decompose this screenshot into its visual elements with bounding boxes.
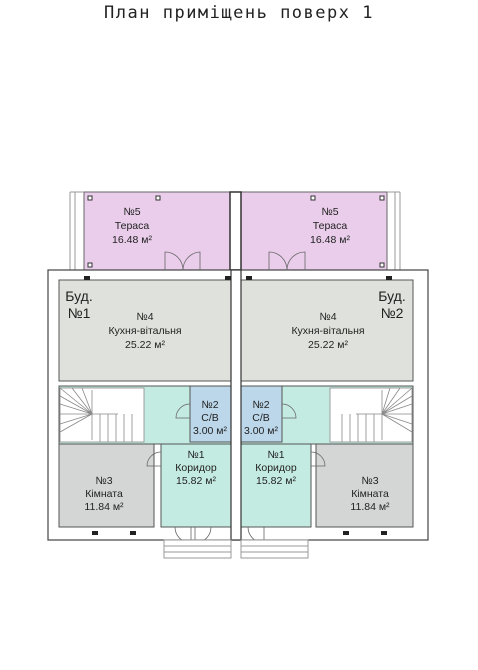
building-1-label-line1: Буд. bbox=[65, 288, 92, 304]
room-2-area: 11.84 м² bbox=[350, 501, 390, 513]
bath-1-area: 3.00 м² bbox=[193, 425, 228, 437]
room-2 bbox=[315, 443, 414, 528]
terrace-area bbox=[69, 191, 401, 271]
corridor-2-area: 15.82 м² bbox=[256, 475, 296, 487]
corridor-1-name: Коридор bbox=[175, 462, 217, 474]
corridor-2-num: №1 bbox=[267, 449, 284, 461]
terrace-1-name: Тераса bbox=[115, 220, 150, 232]
room-2-num: №3 bbox=[361, 475, 378, 487]
room-1-area: 11.84 м² bbox=[84, 501, 124, 513]
staircase-2 bbox=[329, 387, 413, 443]
room-2-name: Кімната bbox=[351, 488, 389, 500]
corridor-2-name: Коридор bbox=[255, 462, 297, 474]
kitchen-2-area: 25.22 м² bbox=[308, 339, 348, 351]
kitchen-1-name: Кухня-вітальня bbox=[108, 325, 181, 337]
entrance-porches bbox=[163, 539, 309, 559]
window-marks bbox=[84, 276, 392, 535]
terrace-fill-1 bbox=[84, 192, 230, 270]
building-2-label-line2: №2 bbox=[381, 305, 404, 321]
building-1-label-line2: №1 bbox=[68, 305, 91, 321]
kitchen-2-num: №4 bbox=[319, 311, 336, 323]
room-1 bbox=[58, 443, 155, 528]
kitchen-1-area: 25.22 м² bbox=[125, 339, 165, 351]
room-1-name: Кімната bbox=[85, 488, 123, 500]
plan-title: План приміщень поверх 1 bbox=[104, 3, 374, 23]
terrace-2-area: 16.48 м² bbox=[310, 234, 350, 246]
party-wall bbox=[230, 269, 242, 541]
kitchen-1 bbox=[58, 279, 232, 382]
bath-2-num: №2 bbox=[252, 399, 269, 411]
building-2-label-line1: Буд. bbox=[378, 288, 405, 304]
corridor-1-area: 15.82 м² bbox=[176, 475, 216, 487]
bath-2-name: С/В bbox=[252, 412, 270, 424]
terrace-1-area: 16.48 м² bbox=[112, 234, 152, 246]
corridor-2 bbox=[240, 443, 312, 528]
kitchen-2-name: Кухня-вітальня bbox=[291, 325, 364, 337]
bath-1-num: №2 bbox=[201, 399, 218, 411]
kitchen-2 bbox=[240, 279, 414, 382]
bath-1-name: С/В bbox=[201, 412, 219, 424]
corridor-1-num: №1 bbox=[187, 449, 204, 461]
bathroom-2 bbox=[240, 385, 283, 443]
terrace-fill-2 bbox=[241, 192, 387, 270]
railings bbox=[69, 191, 401, 270]
terrace-2-name: Тераса bbox=[313, 220, 348, 232]
terrace-posts bbox=[87, 195, 385, 268]
room-1-num: №3 bbox=[95, 475, 112, 487]
staircase-1 bbox=[59, 387, 145, 443]
kitchen-1-num: №4 bbox=[136, 311, 153, 323]
bathroom-1 bbox=[189, 385, 232, 443]
terrace-2-num: №5 bbox=[321, 206, 338, 218]
terrace-1-num: №5 bbox=[123, 206, 140, 218]
bath-2-area: 3.00 м² bbox=[244, 425, 279, 437]
